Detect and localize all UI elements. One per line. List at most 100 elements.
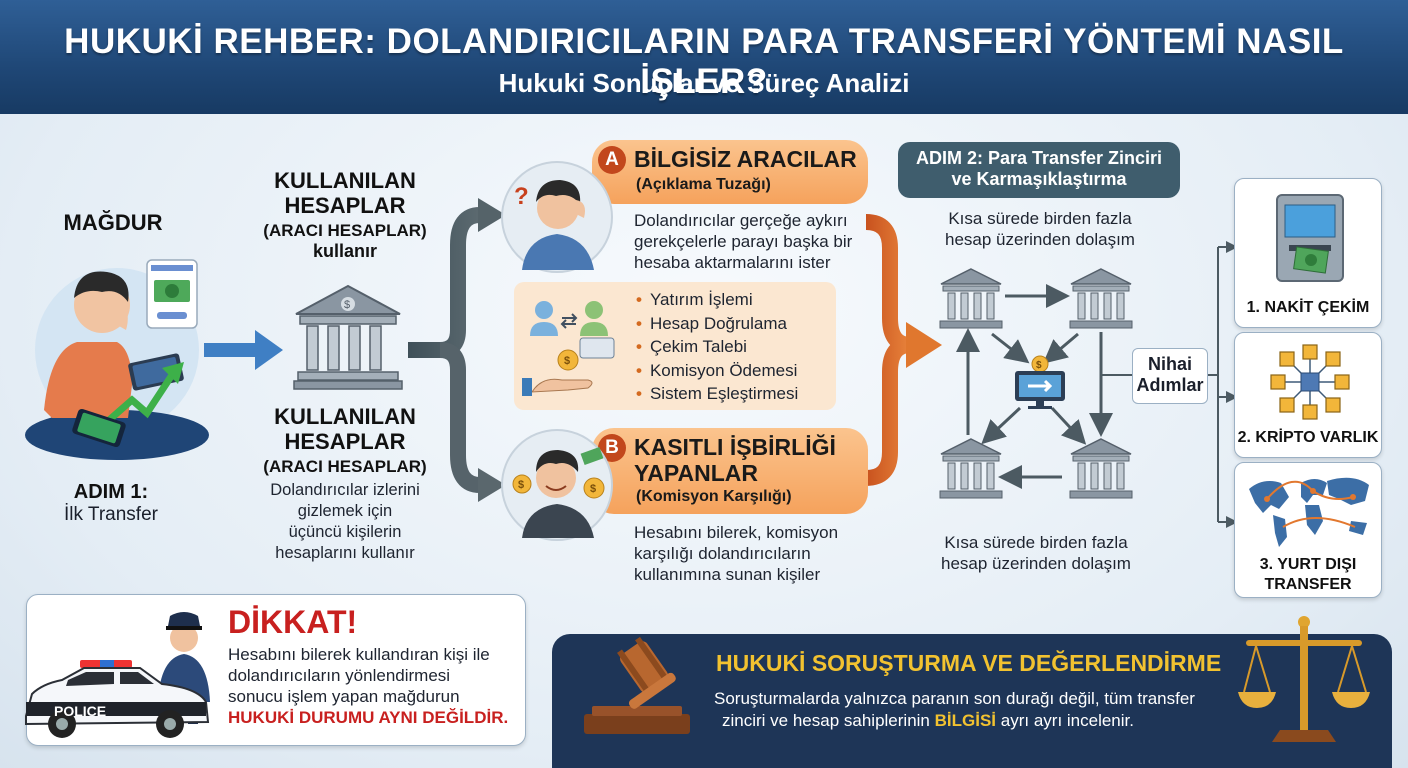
investigation-title: HUKUKİ SORUŞTURMA VE DEĞERLENDİRME [716, 650, 1222, 676]
step2-title2: ve Karmaşıklaştırma [951, 169, 1127, 189]
step1-title: ADIM 1: [73, 481, 149, 503]
computer-transfer-icon: $ [1015, 355, 1065, 409]
accounts-bottom-line2: HESAPLAR [284, 429, 406, 454]
accounts-bottom-line1: KULLANILAN [274, 404, 416, 429]
svg-text:$: $ [590, 483, 596, 495]
warning-line2: dolandırıcıların yönlendirmesi [228, 666, 451, 685]
accounts-bottom-desc2: gizlemek için [297, 502, 393, 520]
branch-lower [439, 342, 481, 493]
accounts-bottom-block: KULLANILAN HESAPLAR (ARACI HESAPLAR) Dol… [245, 404, 445, 564]
pretext-item: Komisyon Ödemesi [636, 359, 798, 383]
investigation-line2-a: zinciri ve hesap sahiplerinin [722, 711, 930, 730]
bank-icon: $ [293, 284, 403, 390]
page-title: HUKUKİ REHBER: DOLANDIRICILARIN PARA TRA… [64, 22, 1344, 101]
group-b-description: Hesabını bilerek, komisyon karşılığı dol… [634, 522, 838, 585]
group-b-title1: KASITLI İŞBİRLİĞİ [634, 434, 836, 460]
cash-withdrawal-label: 1. NAKİT ÇEKİM [1246, 299, 1370, 316]
group-a-header [592, 140, 868, 204]
group-b-desc1: Hesabını bilerek, komisyon [634, 523, 839, 542]
crypto-card: 2. KRİPTO VARLIK [1234, 332, 1382, 458]
accomplice-avatar: $ $ [501, 429, 613, 541]
confused-person-avatar: ? [501, 161, 613, 273]
investigation-line2-c: ayrı ayrı incelenir. [1000, 711, 1134, 730]
world-map-icon [1249, 477, 1369, 547]
pretext-item: Çekim Talebi [636, 335, 798, 359]
exchange-illustration: $ [522, 301, 615, 396]
step2-bottom1: Kısa sürede birden fazla [944, 533, 1128, 552]
svg-text:$: $ [344, 299, 350, 311]
group-b-header [592, 428, 868, 514]
accounts-top-line1: KULLANILAN [274, 168, 416, 193]
step2-title1: ADIM 2: Para Transfer Zinciri [915, 148, 1163, 168]
header-banner: HUKUKİ REHBER: DOLANDIRICILARIN PARA TRA… [0, 0, 1408, 114]
accounts-top-line4: kullanır [312, 241, 378, 261]
pretext-item: Sistem Eşleştirmesi [636, 382, 798, 406]
question-mark-icon: ? [514, 183, 529, 210]
foreign-transfer-label1: 3. YURT DIŞI [1259, 556, 1357, 573]
group-a-desc1: Dolandırıcılar gerçeğe aykırı [634, 211, 848, 230]
group-b-badge: B [598, 434, 626, 462]
final-steps-label2: Adımlar [1136, 375, 1204, 395]
step2-bottom-note: Kısa sürede birden fazla hesap üzerinden… [916, 532, 1156, 574]
step2-top1: Kısa sürede birden fazla [948, 209, 1132, 228]
police-car-label: POLICE [54, 703, 106, 719]
bank-icon-network [939, 438, 1003, 499]
group-a-badge: A [598, 146, 626, 174]
accounts-top-line2: HESAPLAR [284, 193, 406, 218]
warning-line4: HUKUKİ DURUMU AYNI DEĞİLDİR. [228, 708, 509, 727]
orange-arrow-top [865, 214, 911, 353]
police-illustration: POLICE [25, 612, 210, 738]
bank-icon-network [1069, 438, 1133, 499]
group-a-title: BİLGİSİZ ARACILAR [634, 146, 857, 172]
svg-text:$: $ [1036, 360, 1042, 371]
gavel-icon [584, 636, 690, 734]
victim-arrow [204, 330, 283, 370]
accounts-bottom-desc3: üçüncü kişilerin [288, 523, 402, 541]
pretext-list: Yatırım İşlemi Hesap Doğrulama Çekim Tal… [636, 288, 798, 406]
atm-icon [1276, 194, 1344, 282]
final-steps-label: Nihai Adımlar [1132, 348, 1208, 404]
group-b-subtitle: (Komisyon Karşılığı) [636, 488, 792, 505]
svg-text:$: $ [564, 355, 570, 367]
pretext-item: Hesap Doğrulama [636, 312, 798, 336]
bank-icon-network [1069, 268, 1133, 329]
step2-bottom2: hesap üzerinden dolaşım [941, 554, 1131, 573]
final-steps-label1: Nihai [1147, 354, 1192, 374]
group-a-desc2: gerekçelerle parayı başka bir [634, 232, 853, 251]
page-subtitle: Hukuki Sonuçlar ve Süreç Analizi [498, 68, 910, 98]
foreign-transfer-label: 3. YURT DIŞI TRANSFER [1235, 555, 1381, 595]
warning-line3: sonucu işlem yapan mağdurun [228, 687, 460, 706]
group-b-title2: YAPANLAR [634, 460, 758, 486]
group-b-desc2: karşılığı dolandırıcıların [634, 544, 811, 563]
accounts-top-line3: (ARACI HESAPLAR) [263, 221, 427, 240]
victim-label: MAĞDUR [63, 210, 163, 235]
accounts-bottom-desc1: Dolandırıcılar izlerini [270, 481, 420, 499]
cash-withdrawal-card: 1. NAKİT ÇEKİM [1234, 178, 1382, 328]
accounts-bottom-line3: (ARACI HESAPLAR) [263, 457, 427, 476]
investigation-line2-b: BİLGİSİ [934, 711, 997, 730]
step1-text: İlk Transfer [64, 504, 158, 525]
group-b-desc3: kullanımına sunan kişiler [634, 565, 821, 584]
crypto-label: 2. KRİPTO VARLIK [1237, 429, 1379, 446]
warning-text: Hesabını bilerek kullandıran kişi ile do… [228, 644, 508, 728]
step2-header: ADIM 2: Para Transfer Zinciri ve Karmaşı… [898, 142, 1180, 198]
accounts-top-label: KULLANILAN HESAPLAR (ARACI HESAPLAR) kul… [255, 168, 435, 262]
scales-of-justice-icon [1238, 616, 1370, 742]
pretext-item: Yatırım İşlemi [636, 288, 798, 312]
group-a-description: Dolandırıcılar gerçeğe aykırı gerekçeler… [634, 210, 852, 273]
orange-arrow-bottom [865, 337, 911, 486]
foreign-transfer-label2: TRANSFER [1264, 576, 1352, 593]
bank-icon-network [939, 268, 1003, 329]
step2-top-note: Kısa sürede birden fazla hesap üzerinden… [920, 208, 1160, 250]
svg-text:$: $ [518, 479, 524, 491]
group-a-desc3: hesaba aktarmalarını ister [634, 253, 831, 272]
warning-line1: Hesabını bilerek kullandıran kişi ile [228, 645, 490, 664]
investigation-line2: zinciri ve hesap sahiplerinin BİLGİSİ ay… [722, 710, 1134, 732]
group-a-subtitle: (Açıklama Tuzağı) [636, 176, 771, 193]
foreign-transfer-card: 3. YURT DIŞI TRANSFER [1234, 462, 1382, 598]
step2-top2: hesap üzerinden dolaşım [945, 230, 1135, 249]
victim-illustration [25, 259, 209, 460]
blockchain-icon [1270, 344, 1350, 420]
investigation-line1: Soruşturmalarda yalnızca paranın son dur… [714, 689, 1195, 708]
